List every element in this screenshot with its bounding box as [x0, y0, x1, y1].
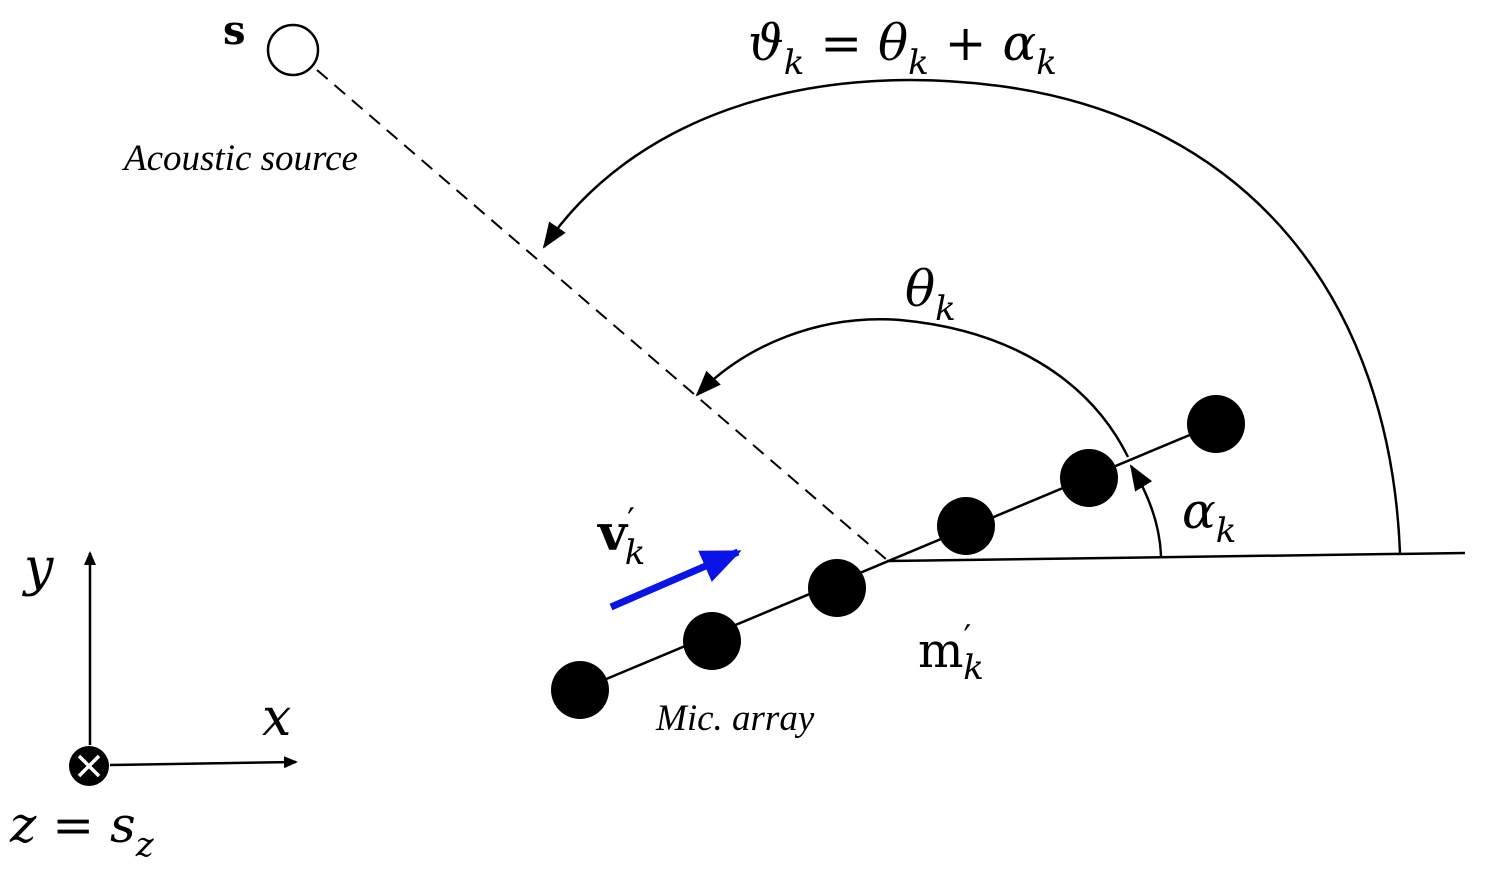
alpha-label: αk	[1182, 482, 1236, 551]
axis-x-label: x	[262, 688, 291, 748]
axis-z-label: z = sz	[9, 796, 155, 865]
mic-element	[1060, 449, 1118, 507]
mic-position-label: m′k	[918, 618, 984, 688]
inner-angle-label: θk	[905, 260, 956, 329]
velocity-label: v′k	[597, 501, 645, 573]
mic-element	[551, 661, 609, 719]
mic-element	[808, 559, 866, 617]
axis-y-label: y	[22, 538, 54, 598]
reference-line	[886, 551, 1466, 563]
source-label: s	[223, 7, 246, 54]
z-axis-into-page-icon	[69, 746, 109, 786]
inner-angle-arc	[695, 318, 1130, 458]
acoustic-source-marker	[266, 23, 320, 77]
mic-element	[937, 497, 995, 555]
alpha-angle-arc	[1129, 464, 1163, 557]
array-caption: Mic. array	[655, 698, 815, 739]
outer-angle-arc	[542, 78, 1402, 554]
source-direction-line	[316, 69, 888, 561]
mic-element	[683, 612, 741, 670]
x-axis	[109, 756, 298, 769]
outer-angle-label: ϑk = θk + αk	[748, 14, 1057, 83]
velocity-arrow	[609, 548, 742, 611]
source-caption: Acoustic source	[121, 138, 358, 179]
mic-element	[1187, 395, 1245, 453]
